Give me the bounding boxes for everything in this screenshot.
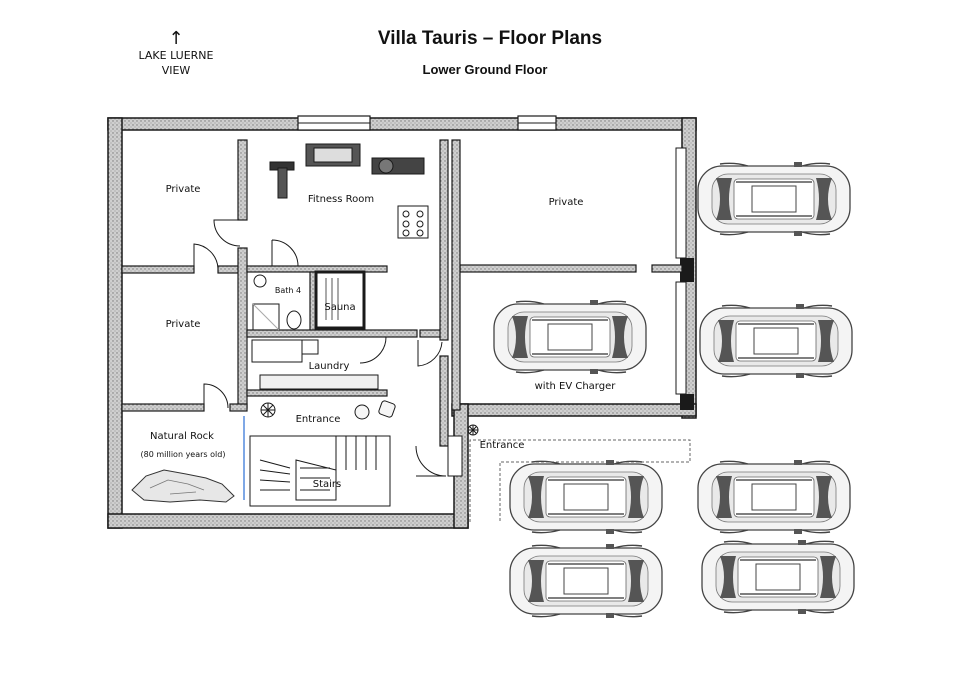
plan-title: Villa Tauris – Floor Plans <box>377 28 603 49</box>
doors <box>193 219 691 522</box>
room-label-fitness: Fitness Room <box>308 194 374 205</box>
room-label-garage: with EV Charger <box>535 381 617 392</box>
outer-walls <box>107 115 697 529</box>
room-label-laundry: Laundry <box>309 361 350 372</box>
room-label-sauna: Sauna <box>324 302 355 313</box>
plan-subtitle: Lower Ground Floor <box>422 62 548 77</box>
parked-car-icon <box>697 459 851 535</box>
room-label-private-right: Private <box>549 197 584 208</box>
parked-car-icon <box>697 161 851 237</box>
bathroom-fixtures <box>251 274 379 390</box>
staircase <box>243 416 391 507</box>
interior-walls <box>121 139 683 447</box>
garage-car-icon <box>493 299 647 375</box>
parked-car-icon <box>509 459 663 535</box>
compass-line-1: LAKE LUERNE <box>138 49 214 62</box>
room-note-rock-age: (80 million years old) <box>141 450 226 459</box>
room-label-entrance-inner: Entrance <box>296 414 341 425</box>
armchair-icon <box>354 400 396 420</box>
up-arrow-icon: ↑ <box>168 28 184 49</box>
parked-car-icon <box>509 543 663 619</box>
parked-car-icon <box>701 539 855 615</box>
natural-rock-shape <box>131 469 235 503</box>
sauna-box <box>314 270 366 330</box>
parked-car-icon <box>699 303 853 379</box>
room-label-stairs: Stairs <box>313 479 342 490</box>
compass: ↑ LAKE LUERNE VIEW <box>128 30 224 78</box>
room-label-private-mid: Private <box>166 319 201 330</box>
plant-icon <box>467 424 479 436</box>
compass-line-2: VIEW <box>161 64 191 77</box>
room-label-bath: Bath 4 <box>275 286 301 295</box>
room-label-private-top: Private <box>166 184 201 195</box>
fitness-equipment <box>269 143 429 239</box>
room-label-natural-rock: Natural Rock <box>150 431 214 442</box>
room-label-entrance-outer: Entrance <box>480 440 525 451</box>
plant-icon <box>260 402 276 418</box>
